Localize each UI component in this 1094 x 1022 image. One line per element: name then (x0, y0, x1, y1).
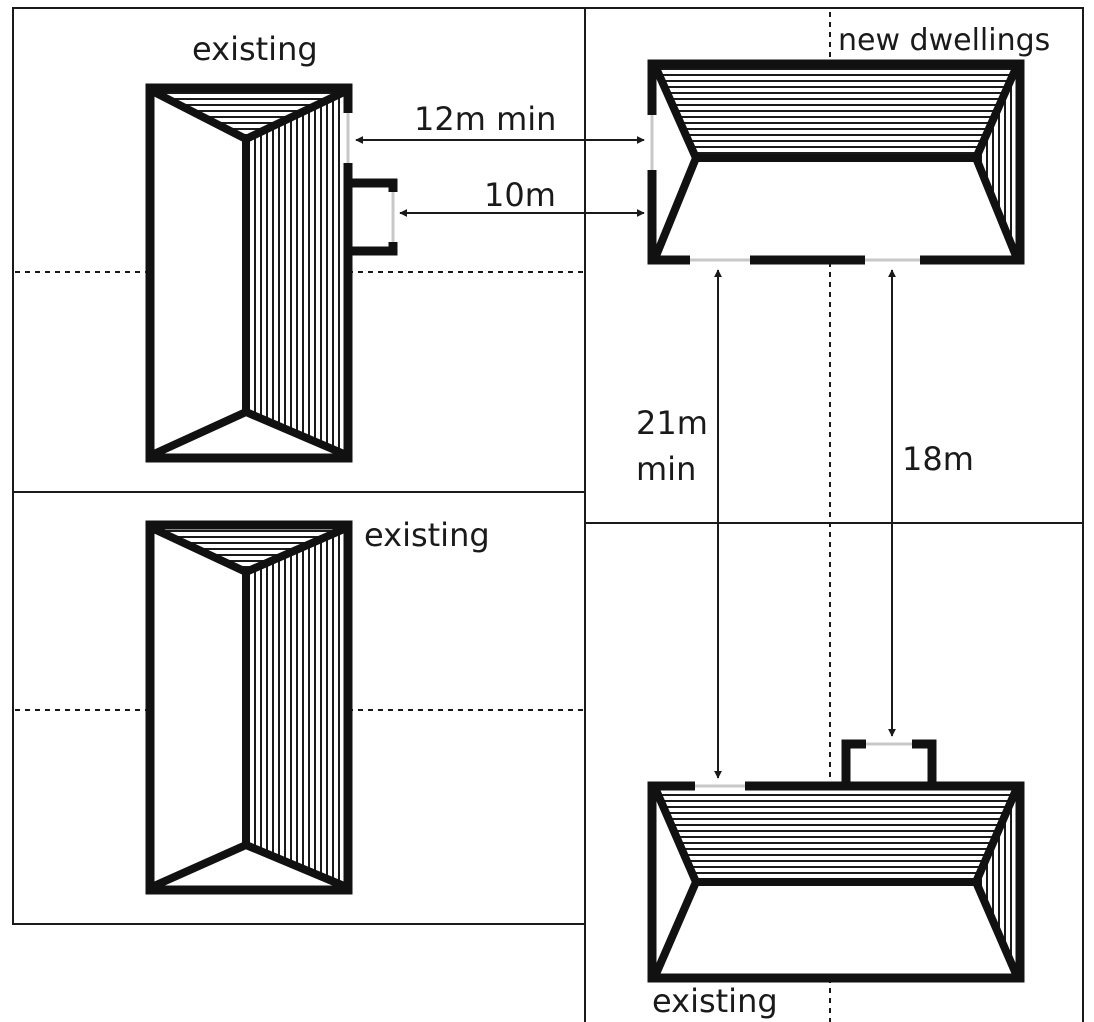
existing-house-bottom-right (647, 738, 1025, 983)
party-lines (15, 12, 831, 1022)
roof-slope-top (154, 529, 344, 572)
label-12m-min: 12m min (414, 100, 556, 138)
roof-slope-right (976, 790, 1016, 974)
roof-slope-right (246, 92, 344, 454)
label-new-dwellings: new dwellings (838, 23, 1050, 58)
roof-slope-top (154, 92, 344, 139)
existing-house-top-left (145, 83, 399, 463)
dimension-arrows (355, 136, 896, 779)
existing-house-middle-left (145, 520, 353, 895)
new-dwellings-house (646, 59, 1025, 266)
rear-extension (841, 739, 937, 786)
label-min: min (636, 450, 696, 488)
label-18m: 18m (902, 440, 974, 478)
roof-slope-top (656, 790, 1016, 882)
roof-slope-right (976, 68, 1016, 256)
roof-slope-right (246, 529, 344, 886)
roof-slope-top (656, 68, 1016, 158)
label-10m: 10m (484, 176, 556, 214)
plot-boundaries (12, 7, 1084, 1022)
label-existing-bottom-right: existing (652, 982, 778, 1020)
label-existing-middle-left: existing (364, 516, 490, 554)
plot-bottom-right (584, 522, 1084, 1022)
side-extension (348, 178, 398, 256)
label-21m: 21m (636, 404, 708, 442)
label-existing-top-left: existing (192, 30, 318, 68)
